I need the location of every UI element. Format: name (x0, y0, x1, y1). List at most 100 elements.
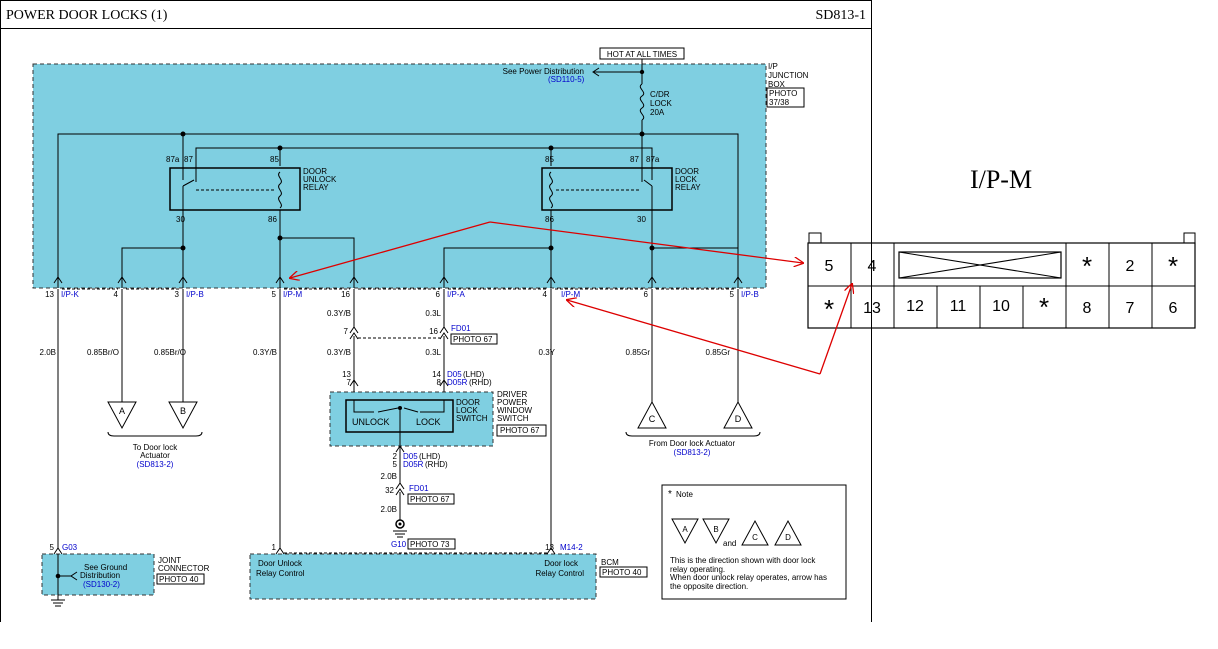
unlock-relay-name-3: RELAY (303, 183, 329, 192)
g10-photo: PHOTO 73 (410, 540, 450, 549)
fuse-label-1: C/DR (650, 90, 670, 99)
fuse-symbol (639, 83, 645, 121)
switch-photo: PHOTO 67 (500, 426, 540, 435)
joint-photo: PHOTO 40 (159, 575, 199, 584)
terminal-pin: 4 (543, 290, 548, 299)
arrow-to-ip-m-5 (290, 221, 491, 278)
connector-pin: 11 (950, 298, 967, 315)
joint-name: JOINT (158, 556, 181, 565)
switch-title-1: DRIVER (497, 390, 527, 399)
wire-color-label: 0.3Y/B (327, 348, 351, 357)
switch-connector: D05 (403, 452, 418, 461)
switch-box (329, 391, 494, 447)
connector-pin: 10 (992, 298, 1010, 315)
bcm-pin: 13 (545, 543, 554, 552)
bcm-left-label: Door Unlock (258, 559, 303, 568)
joint-name: CONNECTOR (158, 564, 210, 573)
note-text: relay operating. (670, 565, 725, 574)
terminal-connector: I/P-B (186, 290, 204, 299)
joint-pin: 5 (50, 543, 55, 552)
fd01-top-connector: 7 16 FD01 PHOTO 67 (344, 324, 498, 345)
see-power-distribution: See Power Distribution (503, 67, 584, 76)
switch-connector: D05R (403, 460, 424, 469)
page-title: POWER DOOR LOCKS (1) (6, 8, 168, 23)
wire-color-label: 0.85Gr (626, 348, 651, 357)
connector-pin: 8 (1083, 300, 1092, 317)
switch-connector-side: (RHD) (425, 460, 448, 469)
lock-pin-87a: 87a (646, 155, 660, 164)
wire-color-label: 0.3L (425, 348, 441, 357)
connector-pin: * (1082, 251, 1092, 281)
switch-lock-label: LOCK (416, 417, 441, 427)
wire-color-label: 0.85Gr (706, 348, 731, 357)
connector-pin: 5 (825, 258, 834, 275)
bcm-left-label: Relay Control (256, 569, 305, 578)
bcm-photo: PHOTO 40 (602, 568, 642, 577)
note-letter: A (682, 525, 688, 534)
junction-box (32, 63, 767, 289)
switch-connector: D05R (447, 378, 468, 387)
switch-title-3: WINDOW (497, 406, 533, 415)
switch-name-3: SWITCH (456, 414, 488, 423)
wire-color-label: 0.3L (425, 309, 441, 318)
arrow-to-ip-m-4 (567, 300, 821, 375)
terminal-pin: 3 (175, 290, 180, 299)
connector-pin: 13 (863, 300, 881, 317)
connector-pin: * (1168, 251, 1178, 281)
bcm: 1 13 M14-2 Door Unlock Relay Control Doo… (256, 543, 648, 578)
switch-connector-side: (RHD) (469, 378, 492, 387)
power-input: HOT AT ALL TIMES See Power Distribution … (503, 47, 809, 134)
to-actuator-ref: (SD813-2) (137, 460, 174, 469)
terminal-pin: 5 (730, 290, 735, 299)
switch-pin: 5 (393, 460, 398, 469)
fd01-pin: 16 (429, 327, 438, 336)
actuator-c-arrow (637, 400, 667, 429)
fuse-label-2: LOCK (650, 99, 672, 108)
fd01-bottom-connector: 32 FD01 PHOTO 67 (385, 482, 455, 505)
note-title: Note (676, 490, 693, 499)
terminal-connector: I/P-K (61, 290, 79, 299)
actuator-d-arrow (723, 400, 753, 429)
connector-pin: 12 (906, 298, 924, 315)
g10-ground: G10 PHOTO 73 (391, 519, 456, 550)
annotation-arrows (290, 221, 852, 375)
svg-text:*: * (668, 489, 672, 500)
wire-color-label: 2.0B (381, 505, 397, 514)
g10-name: G10 (391, 540, 407, 549)
unlock-relay-name-2: UNLOCK (303, 175, 337, 184)
switch-pin: 2 (393, 452, 398, 461)
actuator-letter: A (119, 406, 125, 416)
note-letter: D (785, 533, 791, 542)
arrow-to-pin-5 (489, 221, 803, 263)
note-text: the opposite direction. (670, 582, 748, 591)
fd01-pin: 32 (385, 486, 394, 495)
note-letter: B (713, 525, 718, 534)
bcm-connector: M14-2 (560, 543, 583, 552)
to-actuator-label: To Door lock (133, 443, 178, 452)
lock-relay-name-1: DOOR (675, 167, 699, 176)
connector-pin: * (824, 294, 834, 324)
lock-relay-name-3: RELAY (675, 183, 701, 192)
arrow-to-pin-4 (819, 284, 852, 375)
joint-connector-code: G03 (62, 543, 78, 552)
terminal-connector: I/P-B (741, 290, 759, 299)
fd01-photo: PHOTO 67 (410, 495, 450, 504)
terminal-pin: 5 (272, 290, 277, 299)
switch-pin: 7 (347, 378, 352, 387)
terminal-connector: I/P-M (283, 290, 302, 299)
fuse-label-3: 20A (650, 108, 665, 117)
actuator-connectors: A B C D To Door lock Actuator (SD813-2) … (107, 400, 761, 469)
joint-text: Distribution (80, 571, 120, 580)
joint-text: See Ground (84, 563, 127, 572)
connector-title: I/P-M (970, 165, 1032, 194)
lock-pin-87: 87 (630, 155, 639, 164)
terminal-pin: 4 (114, 290, 119, 299)
bcm-right-label: Relay Control (536, 569, 585, 578)
hot-at-all-times-label: HOT AT ALL TIMES (607, 50, 677, 59)
bcm-box (249, 553, 597, 600)
unlock-pin-87a: 87a (166, 155, 180, 164)
terminal-pin: 6 (436, 290, 441, 299)
power-distribution-ref: (SD110-5) (548, 75, 585, 84)
switch-unlock-label: UNLOCK (352, 417, 390, 427)
wire-color-label: 0.85Br/O (154, 348, 186, 357)
